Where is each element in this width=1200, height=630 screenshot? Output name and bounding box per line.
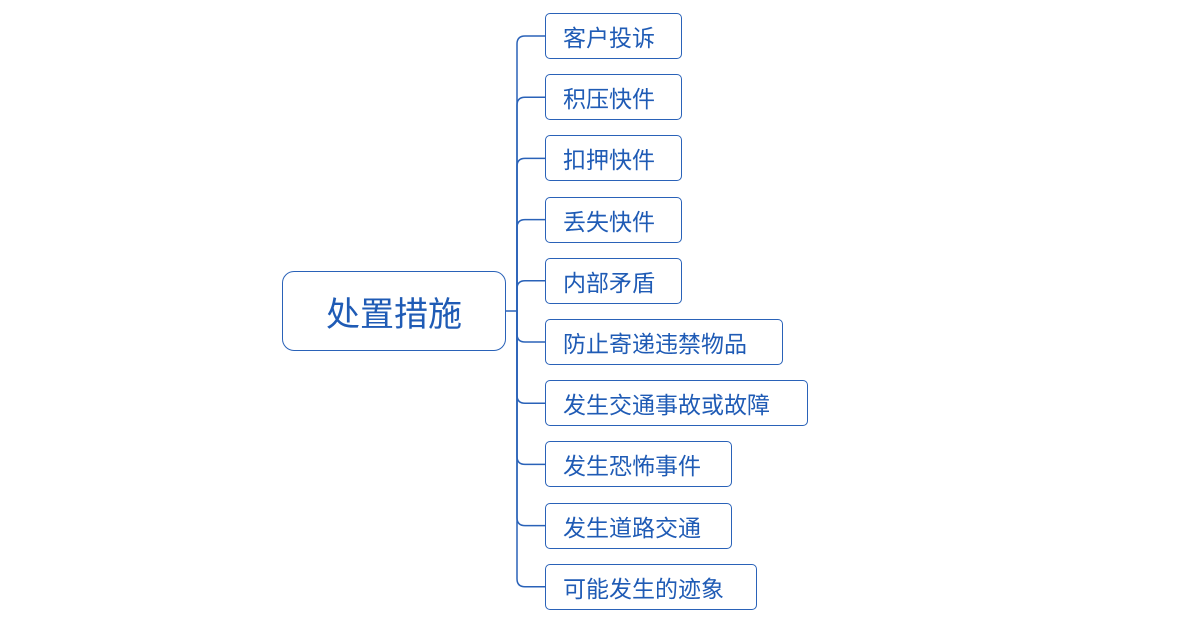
child-connector bbox=[516, 280, 545, 311]
child-node-label: 发生恐怖事件 bbox=[563, 454, 701, 481]
child-node-label: 扣押快件 bbox=[563, 148, 655, 175]
mindmap-child-node[interactable]: 扣押快件 bbox=[545, 135, 682, 182]
mindmap-child-node[interactable]: 丢失快件 bbox=[545, 196, 682, 243]
mindmap-child-node[interactable]: 积压快件 bbox=[545, 74, 682, 121]
child-node-label: 积压快件 bbox=[563, 87, 655, 114]
child-connector bbox=[516, 96, 545, 311]
child-node-label: 客户投诉 bbox=[563, 26, 655, 52]
child-node-label: 内部矛盾 bbox=[563, 270, 655, 297]
mindmap-child-node[interactable]: 可能发生的迹象 bbox=[545, 563, 757, 610]
mindmap-child-node[interactable]: 防止寄递违禁物品 bbox=[545, 319, 783, 365]
mindmap-root-node[interactable]: 处置措施 bbox=[282, 271, 506, 351]
mindmap-child-node[interactable]: 发生道路交通 bbox=[545, 502, 732, 549]
child-connector bbox=[516, 311, 545, 527]
child-connector bbox=[516, 311, 545, 404]
child-connector bbox=[516, 157, 545, 311]
mindmap-child-node[interactable]: 内部矛盾 bbox=[545, 257, 682, 304]
child-node-label: 发生交通事故或故障 bbox=[563, 393, 770, 420]
mindmap-child-node[interactable]: 客户投诉 bbox=[545, 13, 682, 59]
child-node-label: 发生道路交通 bbox=[563, 515, 701, 542]
child-connector bbox=[516, 311, 545, 343]
child-node-label: 防止寄递违禁物品 bbox=[563, 332, 747, 358]
child-node-label: 丢失快件 bbox=[563, 209, 655, 236]
child-connector bbox=[516, 311, 545, 466]
mindmap-child-node[interactable]: 发生恐怖事件 bbox=[545, 441, 732, 488]
child-connector bbox=[516, 311, 545, 588]
child-connector bbox=[516, 218, 545, 311]
root-node-label: 处置措施 bbox=[326, 294, 462, 335]
child-connector bbox=[516, 35, 545, 311]
child-node-label: 可能发生的迹象 bbox=[563, 576, 724, 603]
mindmap-child-node[interactable]: 发生交通事故或故障 bbox=[545, 380, 808, 427]
